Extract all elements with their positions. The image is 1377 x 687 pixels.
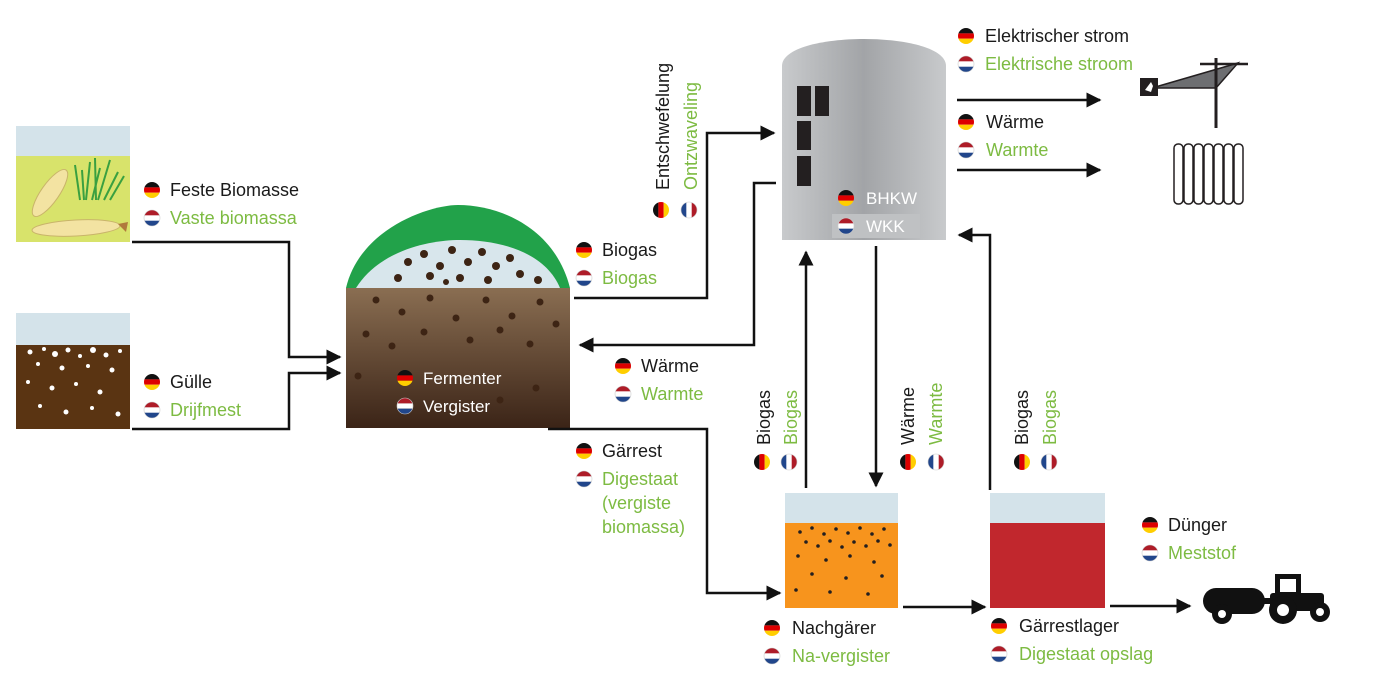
flag-nl-icon [958,142,974,158]
manure-label-nl: Drijfmest [170,400,241,420]
flag-fr-icon [781,454,797,470]
heat-output-label-de: Wärme [986,112,1044,132]
fermenter-label-de: Fermenter [423,369,502,388]
solid-feed-arrow [132,240,342,365]
heat-to-fermenter-arrow [578,181,776,353]
solid-biomass-image [16,126,130,242]
flag-nl-icon [991,646,1007,662]
post-fermenter-label-nl: Na-vergister [792,646,890,666]
flag-nl-icon [144,402,160,418]
flag-de-icon [144,374,160,390]
flag-nl-icon [1142,545,1158,561]
flag-nl-icon [615,386,631,402]
flag-de-icon [576,443,592,459]
fermenter-label-nl: Vergister [423,397,490,416]
post-fermenter-tank [785,493,898,608]
flag-nl-icon [576,270,592,286]
chp-label-nl: WKK [866,217,905,236]
biogas-to-chp-arrow [574,125,776,300]
solid-biomass-label-nl: Vaste biomassa [170,208,298,228]
desulfur-label-nl: Ontzwaveling [681,82,701,190]
flag-de-icon [991,618,1007,634]
storage-label-nl: Digestaat opslag [1019,644,1153,664]
post-fermenter-label-de: Nachgärer [792,618,876,638]
post-heat-label-de: Wärme [898,387,918,445]
flag-de-icon [838,190,854,206]
heat-return-label-nl: Warmte [641,384,703,404]
storage-biogas-label-de: Biogas [1012,390,1032,445]
biogas-label-de: Biogas [602,240,657,260]
flag-nl-icon [838,218,854,234]
digestate-label-nl-1: Digestaat [602,469,678,489]
flag-de-icon [576,242,592,258]
fertilizer-label-nl: Meststof [1168,543,1237,563]
flag-de-icon [900,454,916,470]
flag-de-icon [1142,517,1158,533]
flag-fr-icon [928,454,944,470]
electricity-label-nl: Elektrische stroom [985,54,1133,74]
power-line-icon [1140,58,1248,128]
fermenter-tank [346,205,570,428]
post-biogas-label-de: Biogas [754,390,774,445]
radiator-icon [1173,143,1244,205]
corn-icon [31,168,128,237]
flag-de-icon [754,454,770,470]
flag-de-icon [653,202,669,218]
storage-biogas-arrow [957,227,992,490]
flag-de-icon [764,620,780,636]
manure-feed-arrow [132,365,342,431]
biogas-label-nl: Biogas [602,268,657,288]
flag-de-icon [615,358,631,374]
flag-fr-icon [681,202,697,218]
flag-nl-icon [764,648,780,664]
digestate-to-post-fermenter-arrow [548,427,782,601]
heat-return-label-de: Wärme [641,356,699,376]
storage-tank [990,493,1105,608]
flag-nl-icon [397,398,413,414]
flag-de-icon [1014,454,1030,470]
manure-image [16,313,130,429]
electricity-label-de: Elektrischer strom [985,26,1129,46]
flag-nl-icon [144,210,160,226]
storage-biogas-label-nl: Biogas [1040,390,1060,445]
storage-label-de: Gärrestlager [1019,616,1119,636]
chp-label-de: BHKW [866,189,917,208]
fertilizer-label-de: Dünger [1168,515,1227,535]
flag-fr-icon [1041,454,1057,470]
desulfur-label-de: Entschwefelung [653,63,673,190]
tractor-icon [1203,574,1330,624]
flag-nl-icon [576,471,592,487]
post-heat-label-nl: Warmte [926,383,946,445]
flag-de-icon [958,28,974,44]
digestate-label-de: Gärrest [602,441,662,461]
heat-output-label-nl: Warmte [986,140,1048,160]
digestate-label-nl-2: (vergiste [602,493,671,513]
post-biogas-label-nl: Biogas [781,390,801,445]
flag-de-icon [397,370,413,386]
manure-label-de: Gülle [170,372,212,392]
chp-unit [782,39,946,240]
flag-de-icon [144,182,160,198]
flag-nl-icon [958,56,974,72]
digestate-label-nl-3: biomassa) [602,517,685,537]
grass-icon [74,157,125,201]
flag-de-icon [958,114,974,130]
solid-biomass-label-de: Feste Biomasse [170,180,299,200]
